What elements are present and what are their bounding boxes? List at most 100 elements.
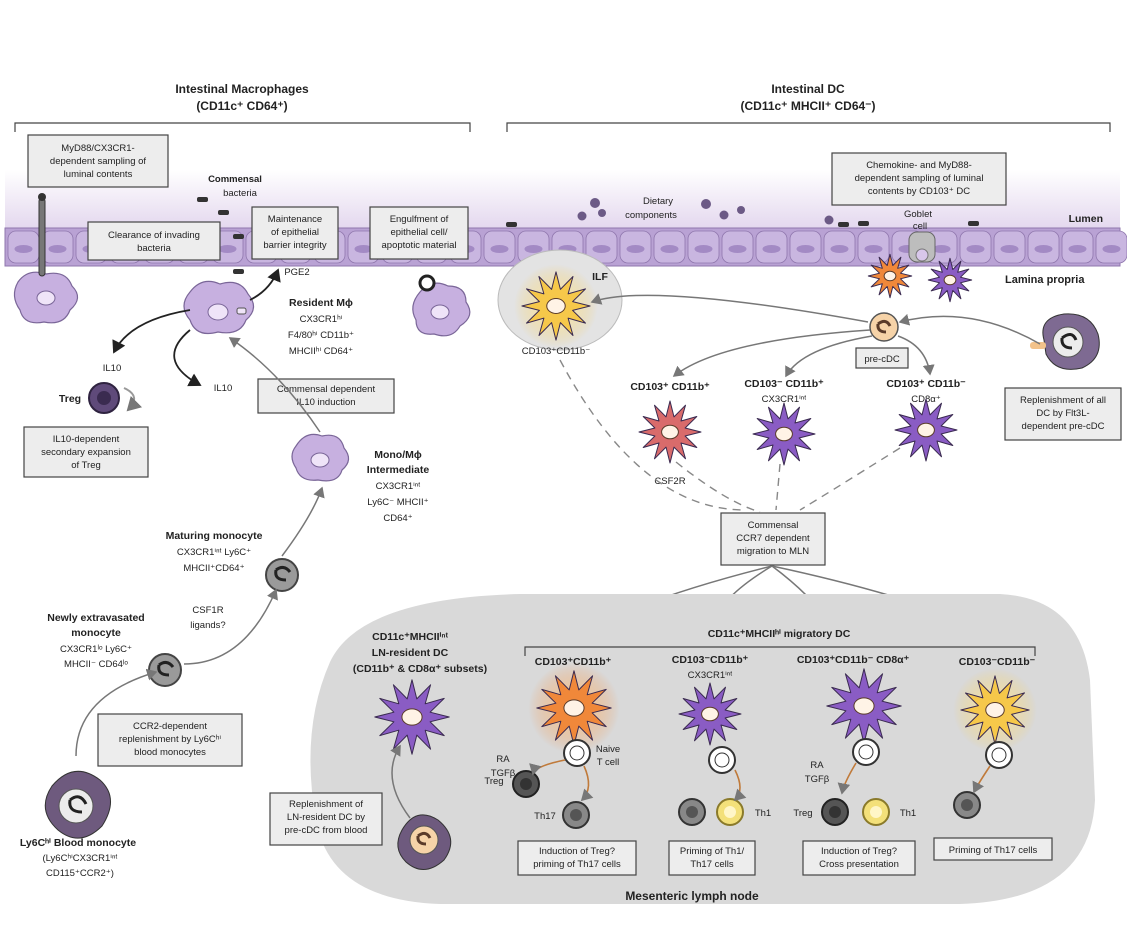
svg-text:Commensal: Commensal: [748, 520, 799, 531]
priming-th1-box: Priming of Th1/ Th17 cells: [668, 840, 756, 876]
svg-text:pre-cDC: pre-cDC: [864, 354, 900, 365]
induction-treg-box: Induction of Treg? priming of Th17 cells: [517, 840, 637, 876]
svg-text:CD103⁺ CD11b⁻: CD103⁺ CD11b⁻: [886, 378, 966, 390]
sampling-macrophage: [13, 193, 79, 324]
epithelial-nucleus: [796, 245, 815, 253]
ccr2-replenishment-box: CCR2-dependent replenishment by Ly6Cʰⁱ b…: [97, 713, 243, 767]
dc-nucleus: [775, 426, 793, 442]
svg-text:epithelial cell/: epithelial cell/: [390, 227, 447, 238]
svg-text:Th1: Th1: [900, 808, 916, 819]
extravasated-monocyte: [148, 653, 182, 687]
dc-nucleus: [563, 699, 585, 717]
svg-text:of epithelial: of epithelial: [271, 227, 319, 238]
svg-text:MHCII⁻ CD64ˡᵒ: MHCII⁻ CD64ˡᵒ: [64, 659, 128, 670]
dc-nucleus: [701, 706, 719, 722]
svg-text:Intestinal DC: Intestinal DC: [771, 82, 845, 96]
pre-cdc-cell: [869, 312, 899, 342]
svg-text:CD103⁻ CD11b⁺: CD103⁻ CD11b⁺: [744, 378, 824, 390]
resident-macrophage: [183, 280, 255, 335]
svg-text:MyD88/CX3CR1-: MyD88/CX3CR1-: [61, 143, 134, 154]
svg-text:Treg: Treg: [793, 808, 812, 819]
lumen-label: Lumen: [1069, 213, 1103, 225]
svg-text:CCR7 dependent: CCR7 dependent: [736, 533, 810, 544]
svg-text:Priming of Th17 cells: Priming of Th17 cells: [949, 845, 1038, 856]
pge2-label: PGE2: [284, 267, 309, 278]
svg-text:F4/80ʰⁱ CD11b⁺: F4/80ʰⁱ CD11b⁺: [288, 330, 354, 341]
svg-text:RA: RA: [496, 754, 510, 765]
epithelial-nucleus: [762, 245, 781, 253]
svg-text:components: components: [625, 210, 677, 221]
svg-text:TGFβ: TGFβ: [491, 768, 516, 779]
epithelial-nucleus: [1034, 245, 1053, 253]
lp-orange-dc: [867, 253, 913, 299]
svg-text:Dietary: Dietary: [643, 196, 673, 207]
svg-text:dependent pre-cDC: dependent pre-cDC: [1022, 421, 1105, 432]
epithelial-nucleus: [1102, 245, 1121, 253]
svg-text:TGFβ: TGFβ: [805, 774, 830, 785]
lp-purple-dc: [927, 257, 973, 303]
epithelial-nucleus: [728, 245, 747, 253]
epithelial-nucleus: [354, 245, 373, 253]
il10-right-label: IL10: [214, 383, 233, 394]
pre-cdc-source: [1030, 313, 1100, 370]
svg-text:dependent sampling of: dependent sampling of: [50, 156, 146, 167]
svg-text:Ly6C⁻ MHCII⁺: Ly6C⁻ MHCII⁺: [367, 497, 428, 508]
svg-text:bacteria: bacteria: [223, 188, 258, 199]
extravasated-monocyte-label: Newly extravasated monocyte CX3CR1ˡᵒ Ly6…: [47, 612, 144, 670]
il10-left-label: IL10: [103, 363, 122, 374]
svg-text:migration to MLN: migration to MLN: [737, 546, 809, 557]
svg-text:of Treg: of Treg: [71, 460, 101, 471]
svg-text:Naive: Naive: [596, 744, 620, 755]
svg-text:Replenishment of all: Replenishment of all: [1020, 395, 1106, 406]
svg-text:Newly extravasated: Newly extravasated: [47, 612, 144, 624]
svg-text:secondary expansion: secondary expansion: [41, 447, 131, 458]
svg-text:Maturing monocyte: Maturing monocyte: [166, 530, 263, 542]
epithelial-nucleus: [626, 245, 645, 253]
svg-text:Chemokine- and MyD88-: Chemokine- and MyD88-: [866, 160, 972, 171]
dietary-components: Dietary components: [577, 196, 834, 225]
svg-text:IL10-dependent: IL10-dependent: [53, 434, 120, 445]
svg-text:CSF2R: CSF2R: [654, 476, 685, 487]
intermediate-macrophage: [291, 433, 350, 482]
goblet-cell: Goblet cell: [904, 209, 936, 263]
svg-text:CD64⁺: CD64⁺: [383, 513, 412, 524]
epithelial-nucleus: [660, 245, 679, 253]
svg-text:CD103⁺ CD11b⁺: CD103⁺ CD11b⁺: [630, 381, 710, 393]
ilf-dendritic-cell: [514, 264, 598, 348]
epithelial-nucleus: [932, 245, 951, 253]
dc-section-header: Intestinal DC (CD11c⁺ MHCII⁺ CD64⁻): [506, 82, 1111, 132]
svg-text:Clearance of invading: Clearance of invading: [108, 230, 200, 241]
svg-text:CSF1R: CSF1R: [192, 605, 223, 616]
maturing-monocyte: [265, 558, 299, 592]
barrier-maintenance-box: Maintenance of epithelial barrier integr…: [251, 206, 339, 260]
myd88-sampling-box: MyD88/CX3CR1- dependent sampling of lumi…: [27, 134, 169, 188]
svg-text:CX3CR1ⁱⁿᵗ Ly6C⁺: CX3CR1ⁱⁿᵗ Ly6C⁺: [177, 547, 251, 558]
dc-nucleus: [401, 708, 423, 726]
dc-nucleus: [943, 274, 957, 286]
svg-text:CX3CR1ⁱⁿᵗ: CX3CR1ⁱⁿᵗ: [688, 670, 733, 681]
epithelial-nucleus: [1068, 245, 1087, 253]
migratory-dc-3: [826, 668, 902, 744]
svg-text:CX3CR1ˡᵒ Ly6C⁺: CX3CR1ˡᵒ Ly6C⁺: [60, 644, 132, 655]
svg-text:Treg: Treg: [59, 393, 81, 405]
epithelial-nucleus: [1000, 245, 1019, 253]
svg-text:apoptotic material: apoptotic material: [382, 240, 457, 251]
ln-resident-dc-label: CD11c⁺MHCIIⁱⁿᵗ LN-resident DC (CD11b⁺ & …: [353, 630, 487, 675]
resident-macrophage-label: Resident Mϕ CX3CR1ʰⁱ F4/80ʰⁱ CD11b⁺ MHCI…: [288, 297, 354, 357]
svg-text:Th17 cells: Th17 cells: [690, 859, 734, 870]
svg-text:Ly6Cʰⁱ Blood monocyte: Ly6Cʰⁱ Blood monocyte: [20, 836, 136, 849]
svg-text:RA: RA: [810, 760, 824, 771]
svg-text:Th1: Th1: [755, 808, 771, 819]
migratory-col-4: CD103⁻CD11b⁻: [953, 656, 1037, 819]
dc-nucleus: [661, 424, 679, 440]
svg-text:(CD11c⁺ MHCII⁺ CD64⁻): (CD11c⁺ MHCII⁺ CD64⁻): [740, 99, 875, 113]
dc-replenishment-box: Replenishment of all DC by Flt3L- depend…: [1004, 387, 1122, 441]
ln-replenishment-box: Replenishment of LN-resident DC by pre-c…: [269, 792, 383, 846]
svg-text:Commensal dependent: Commensal dependent: [277, 384, 376, 395]
epithelial-nucleus: [694, 245, 713, 253]
svg-text:Priming of Th1/: Priming of Th1/: [680, 846, 745, 857]
epithelial-nucleus: [864, 245, 883, 253]
svg-text:(CD11b⁺ & CD8α⁺ subsets): (CD11b⁺ & CD8α⁺ subsets): [353, 663, 487, 675]
migratory-dc-1: [528, 662, 620, 754]
